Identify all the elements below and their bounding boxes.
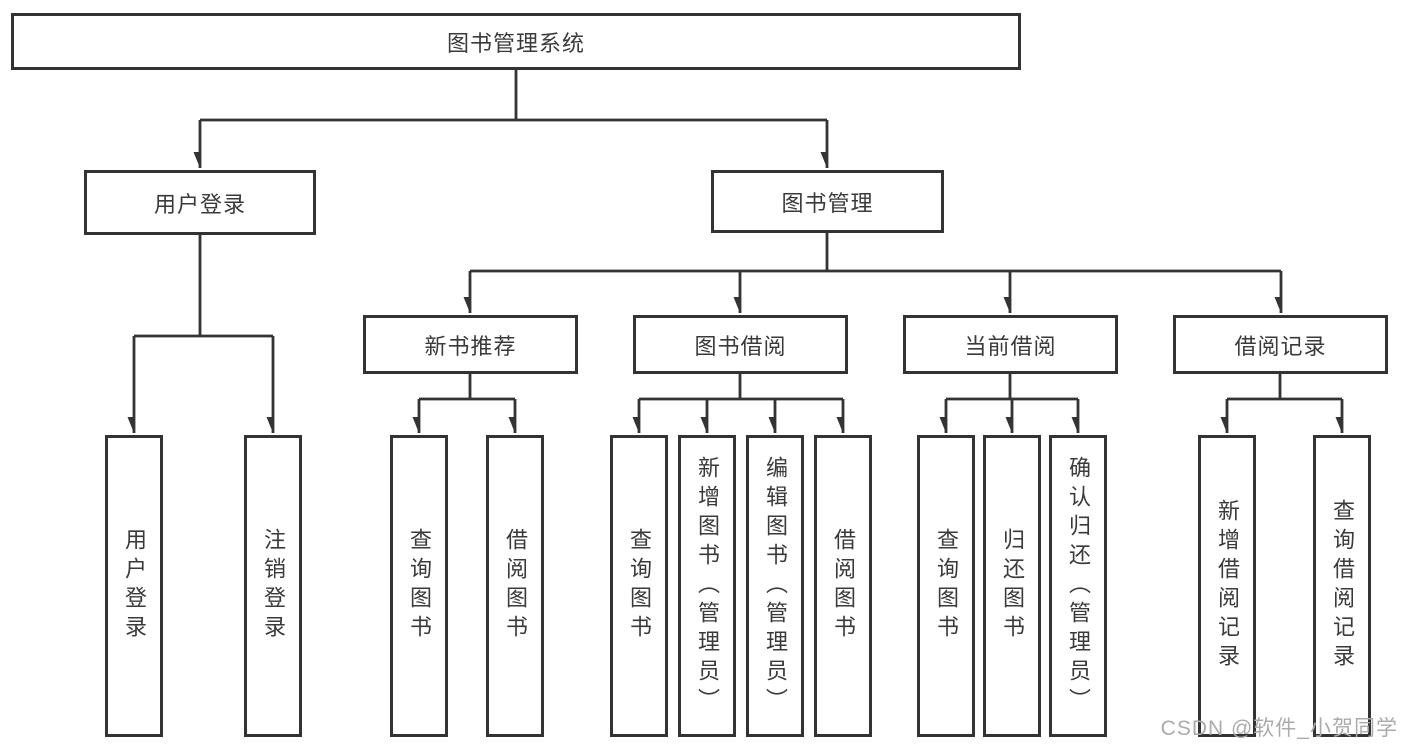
leaf-label: 用户登录 xyxy=(122,528,147,644)
leaf-borrow-books-borrowing: 借阅图书 xyxy=(814,435,872,737)
node-current-borrowing: 当前借阅 xyxy=(903,315,1118,374)
leaf-label: 借阅图书 xyxy=(831,528,856,644)
leaf-confirm-return-admin: 确认归还（管理员） xyxy=(1049,435,1107,737)
node-label: 图书借阅 xyxy=(694,333,787,359)
node-new-book-recommend: 新书推荐 xyxy=(363,315,578,374)
node-book-borrowing: 图书借阅 xyxy=(633,315,848,374)
leaf-query-books-recommend: 查询图书 xyxy=(390,435,448,737)
leaf-return-books: 归还图书 xyxy=(983,435,1041,737)
leaf-logout-login: 注销登录 xyxy=(244,435,302,737)
leaf-label: 新增借阅记录 xyxy=(1215,499,1240,673)
node-label: 图书管理 xyxy=(781,190,874,216)
node-label: 借阅记录 xyxy=(1234,333,1327,359)
leaf-user-login: 用户登录 xyxy=(105,435,163,737)
leaf-label: 归还图书 xyxy=(1000,528,1025,644)
leaf-label: 查询图书 xyxy=(627,528,652,644)
node-label: 用户登录 xyxy=(153,191,246,217)
leaf-label: 确认归还（管理员） xyxy=(1066,455,1091,717)
leaf-label: 新增图书（管理员） xyxy=(695,455,720,717)
leaf-query-books-current: 查询图书 xyxy=(917,435,975,737)
node-book-management: 图书管理 xyxy=(711,170,944,233)
leaf-label: 查询借阅记录 xyxy=(1330,499,1355,673)
node-label: 图书管理系统 xyxy=(446,30,585,56)
leaf-label: 借阅图书 xyxy=(503,528,528,644)
leaf-query-borrow-record: 查询借阅记录 xyxy=(1313,435,1371,737)
node-borrowing-records: 借阅记录 xyxy=(1173,315,1388,374)
node-label: 新书推荐 xyxy=(424,333,517,359)
leaf-borrow-books-recommend: 借阅图书 xyxy=(486,435,544,737)
leaf-add-book-admin: 新增图书（管理员） xyxy=(678,435,736,737)
leaf-query-books-borrowing: 查询图书 xyxy=(610,435,668,737)
leaf-label: 编辑图书（管理员） xyxy=(763,455,788,717)
csdn-watermark: CSDN @软件_小贺同学 xyxy=(1160,717,1398,740)
leaf-label: 注销登录 xyxy=(261,528,286,644)
node-library-system: 图书管理系统 xyxy=(11,13,1021,70)
node-user-login: 用户登录 xyxy=(84,170,316,235)
leaf-label: 查询图书 xyxy=(407,528,432,644)
node-label: 当前借阅 xyxy=(964,333,1057,359)
leaf-label: 查询图书 xyxy=(934,528,959,644)
leaf-add-borrow-record: 新增借阅记录 xyxy=(1198,435,1256,737)
leaf-edit-book-admin: 编辑图书（管理员） xyxy=(746,435,804,737)
